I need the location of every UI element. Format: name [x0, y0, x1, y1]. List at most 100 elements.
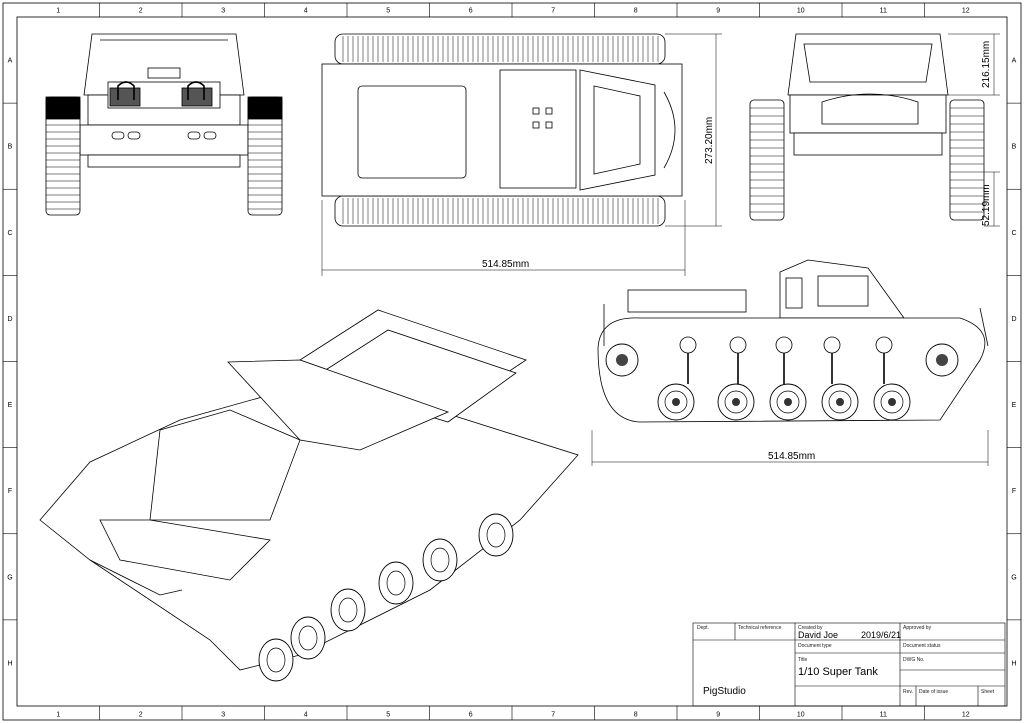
return-roller	[729, 336, 747, 354]
road-wheel-hub	[776, 390, 800, 414]
wheel-axle	[888, 398, 896, 406]
row-zone-label: D	[7, 316, 12, 323]
column-zone-label: 8	[634, 712, 638, 719]
dept-label: Dept.	[697, 625, 709, 631]
iso-road-wheel	[378, 561, 414, 605]
front-view	[749, 33, 985, 221]
row-zone-label: B	[8, 144, 13, 151]
ground-clearance-dimension: 52.19mm	[981, 184, 992, 226]
iso-road-wheel-hub	[486, 522, 506, 548]
row-zone-label: A	[8, 58, 13, 65]
wheel-axle	[672, 398, 680, 406]
road-wheel-hub	[724, 390, 748, 414]
rear-view	[45, 33, 283, 216]
row-zone-label: B	[1012, 144, 1017, 151]
iso-road-wheel-hub	[338, 597, 358, 623]
approved-by-label: Approved by	[903, 625, 932, 631]
row-zone-label: E	[8, 402, 13, 409]
document-status-label: Document status	[903, 643, 941, 649]
column-zone-label: 6	[469, 8, 473, 15]
side-view-suspension	[679, 336, 893, 384]
column-zone-label: 6	[469, 712, 473, 719]
drawing-title: 1/10 Super Tank	[798, 666, 878, 678]
organization-name: PigStudio	[703, 686, 746, 697]
isometric-view	[39, 309, 579, 671]
side-length-dimension: 514.85mm	[768, 451, 816, 462]
return-roller	[875, 336, 893, 354]
rear-view-track-treads	[46, 124, 282, 210]
column-zone-label: 4	[304, 712, 308, 719]
zone-ticks	[3, 3, 1021, 720]
side-view-road-wheels	[605, 343, 959, 421]
column-zone-label: 3	[221, 712, 225, 719]
wheel-axle	[836, 398, 844, 406]
column-zone-label: 11	[880, 8, 887, 15]
created-by-label: Created by	[798, 625, 823, 631]
iso-road-wheel	[330, 588, 366, 632]
column-zone-label: 7	[551, 712, 555, 719]
column-zone-label: 11	[880, 712, 887, 719]
wheel-axle	[784, 398, 792, 406]
top-depth-dimension: 273.20mm	[704, 116, 715, 164]
top-view-track-treads	[342, 36, 659, 224]
rear-height-dimension: 216.15mm	[981, 40, 992, 88]
column-zone-label: 7	[551, 8, 555, 15]
side-view-dimension-lines	[591, 430, 989, 466]
return-roller	[823, 336, 841, 354]
row-zone-label: E	[1012, 402, 1017, 409]
column-zone-label: 9	[716, 712, 720, 719]
return-roller	[679, 336, 697, 354]
column-zone-label: 2	[139, 8, 143, 15]
isometric-road-wheels	[258, 513, 514, 682]
sheet-label: Sheet	[981, 689, 995, 695]
row-zone-label: F	[8, 488, 12, 495]
row-zone-label: G	[7, 574, 12, 581]
row-zone-label: C	[1011, 230, 1016, 237]
row-zone-label: H	[7, 660, 12, 667]
column-zone-label: 4	[304, 8, 308, 15]
row-zone-label: D	[1011, 316, 1016, 323]
date-of-issue-label: Date of issue	[919, 689, 949, 695]
top-view	[321, 33, 683, 227]
technical-reference-label: Technical reference	[738, 625, 782, 631]
title-label: Title	[798, 657, 808, 663]
iso-road-wheel-hub	[430, 547, 450, 573]
column-zone-label: 2	[139, 712, 143, 719]
iso-road-wheel	[422, 538, 458, 582]
iso-road-wheel-hub	[298, 625, 318, 651]
title-block	[692, 622, 1006, 707]
iso-road-wheel-hub	[266, 647, 286, 673]
row-zone-label: G	[1011, 574, 1016, 581]
sprocket-hub	[936, 354, 948, 366]
iso-road-wheel	[290, 616, 326, 660]
column-zone-label: 3	[221, 8, 225, 15]
iso-road-wheel	[478, 513, 514, 557]
road-wheel-hub	[828, 390, 852, 414]
column-zone-label: 10	[797, 712, 805, 719]
created-by-value: David Joe	[798, 630, 839, 640]
column-zone-label: 12	[962, 712, 970, 719]
column-zone-label: 8	[634, 8, 638, 15]
date-value: 2019/6/21	[861, 630, 902, 640]
column-zone-label: 12	[962, 8, 970, 15]
sprocket-hub	[616, 354, 628, 366]
column-zone-label: 5	[386, 8, 390, 15]
revision-label: Rev.	[903, 689, 913, 695]
wheel-axle	[732, 398, 740, 406]
column-zone-label: 9	[716, 8, 720, 15]
column-zone-label: 10	[797, 8, 805, 15]
column-zone-label: 1	[56, 8, 60, 15]
column-zone-label: 5	[386, 712, 390, 719]
top-width-dimension: 514.85mm	[482, 259, 530, 270]
dwg-number-label: DWG No.	[903, 657, 925, 663]
iso-road-wheel-hub	[386, 570, 406, 596]
row-zone-label: C	[7, 230, 12, 237]
document-type-label: Document type	[798, 643, 832, 649]
front-view-track-treads	[750, 107, 984, 213]
column-zone-label: 1	[56, 712, 60, 719]
front-view-dimension-lines	[948, 33, 1000, 227]
road-wheel-hub	[664, 390, 688, 414]
row-zone-label: A	[1012, 58, 1017, 65]
